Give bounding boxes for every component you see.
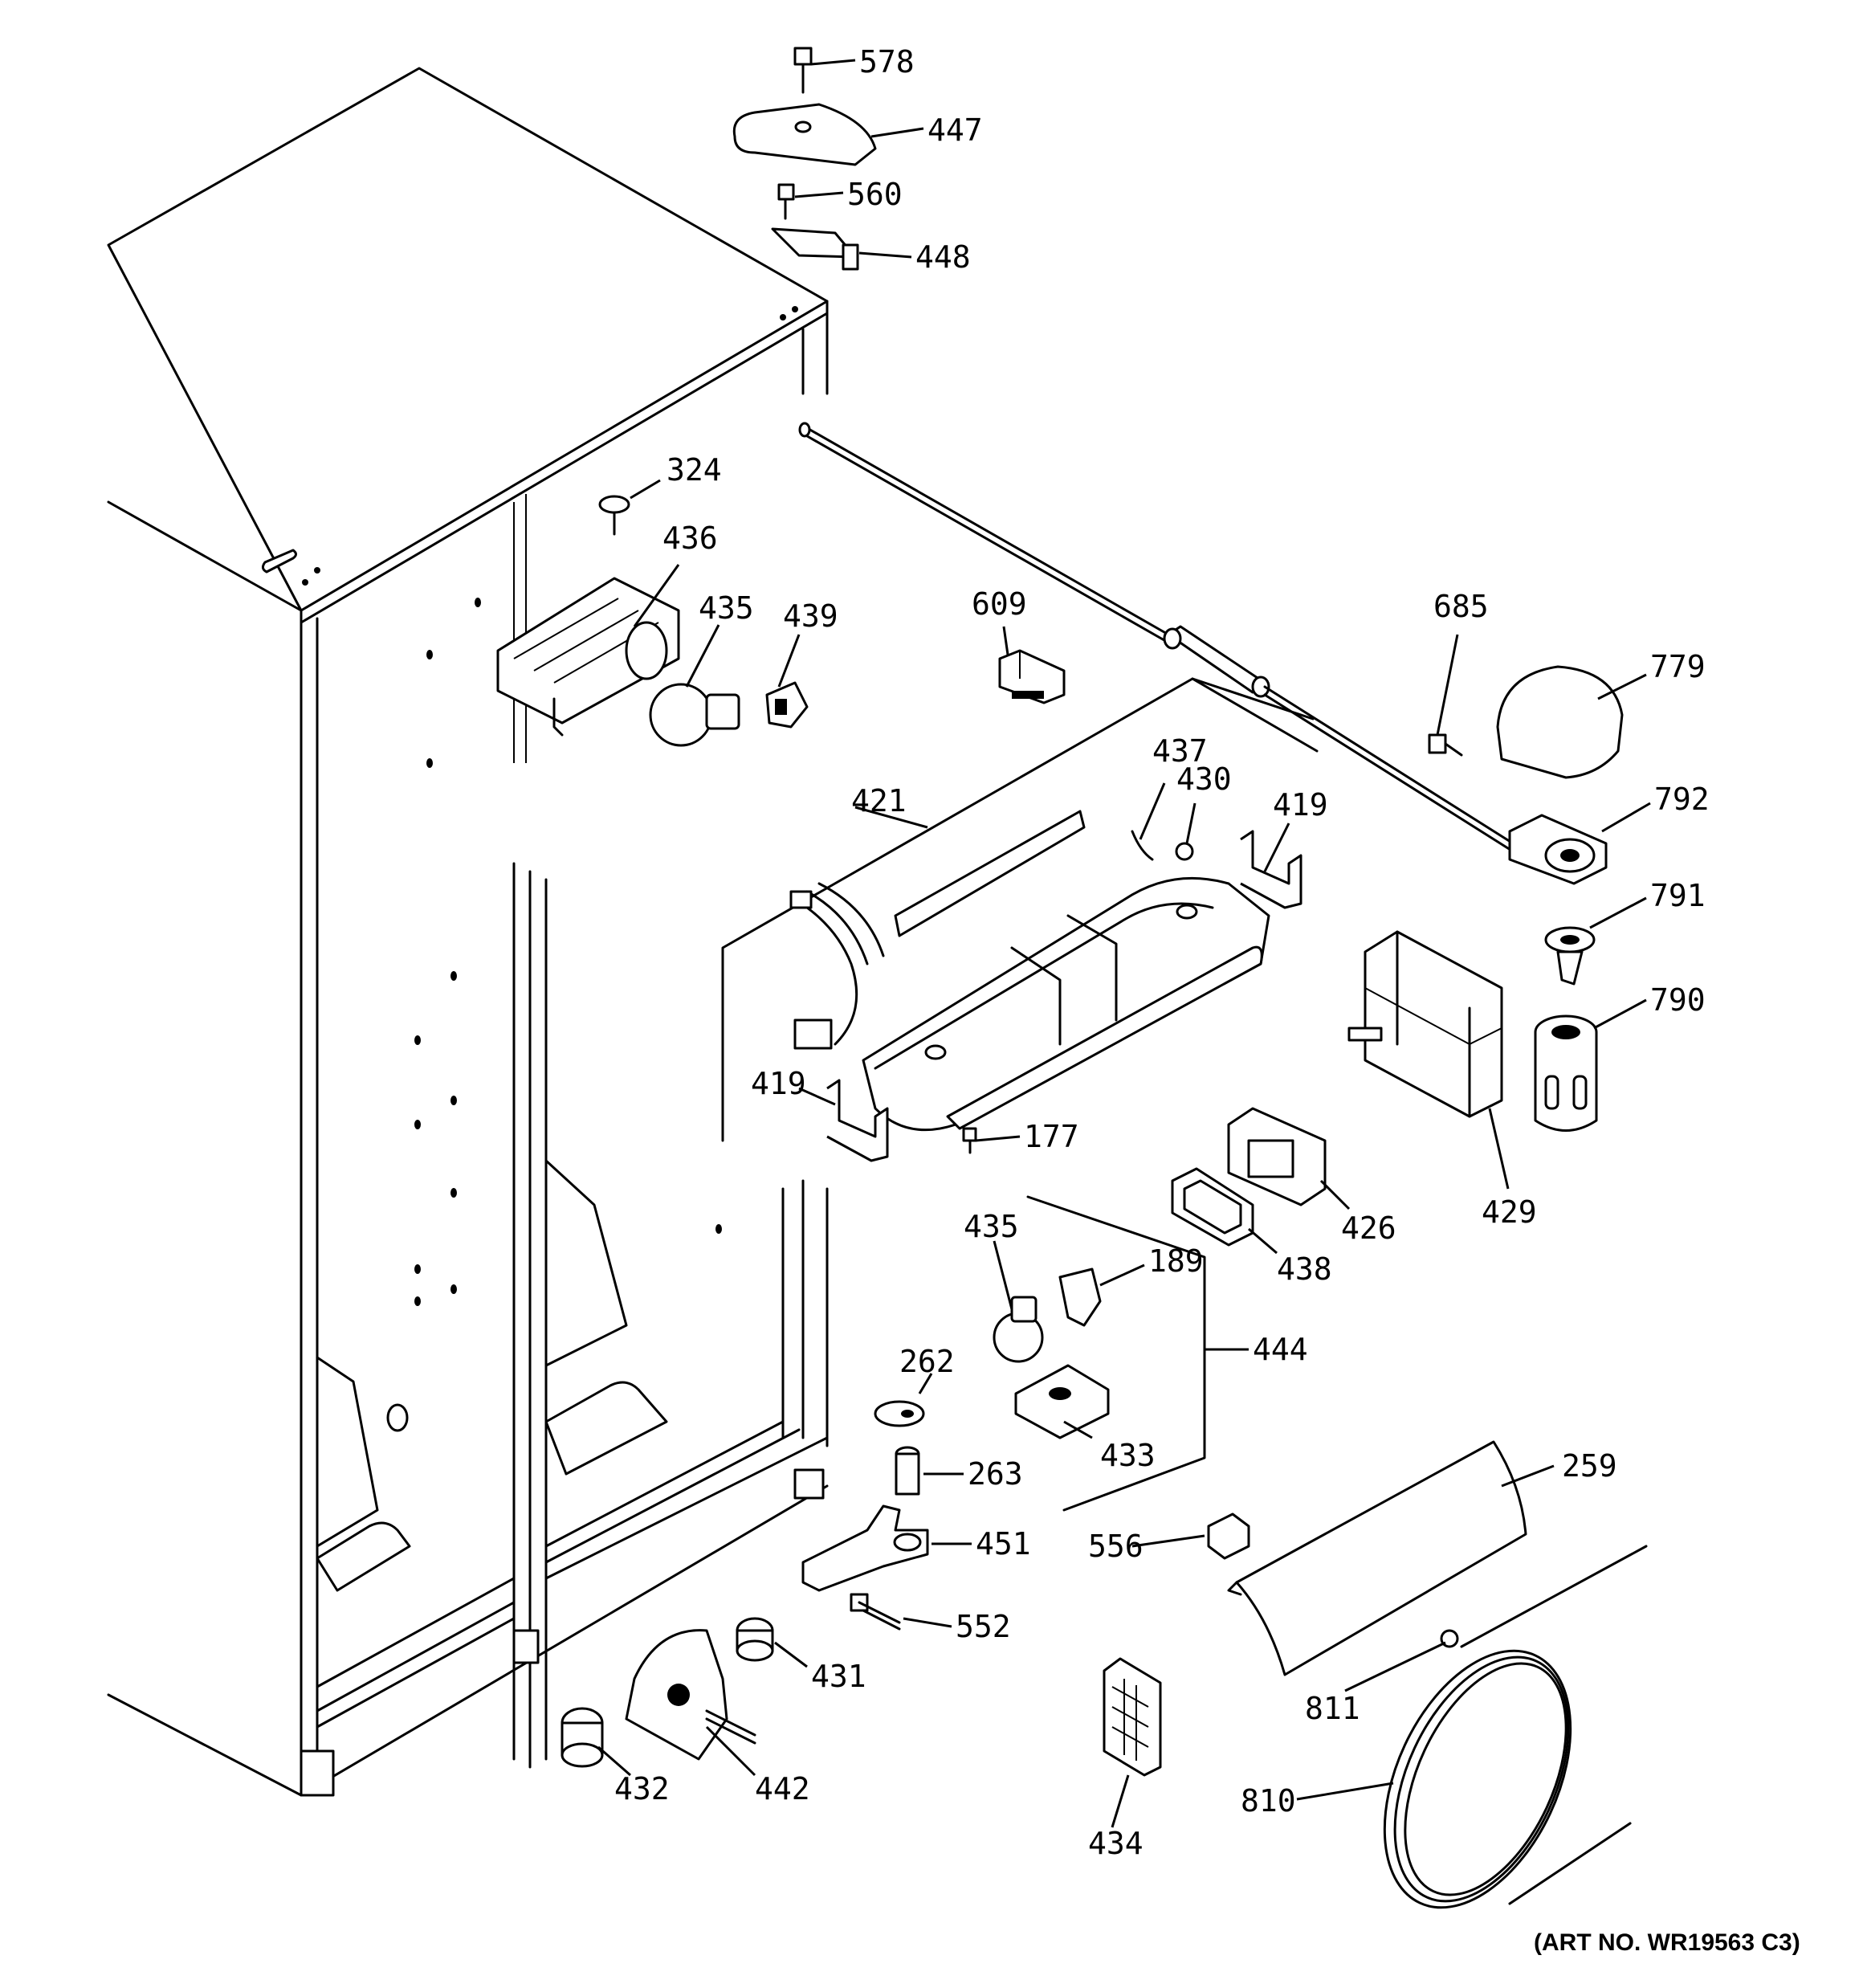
label-262: 262 <box>899 1344 955 1379</box>
label-432: 432 <box>614 1771 670 1806</box>
label-792: 792 <box>1654 782 1710 817</box>
label-811: 811 <box>1305 1691 1360 1726</box>
label-435-upper: 435 <box>699 590 754 626</box>
part-labels: 578 447 560 448 324 436 435 439 609 685 … <box>614 44 1710 1861</box>
label-438: 438 <box>1277 1251 1332 1287</box>
label-430: 430 <box>1176 761 1232 797</box>
freezer-light-components <box>496 495 809 747</box>
label-685: 685 <box>1433 589 1489 624</box>
dispenser-parts-429-426-438 <box>1171 930 1503 1247</box>
label-448: 448 <box>915 239 971 275</box>
bottom-right-parts <box>1103 1440 1648 1909</box>
label-791: 791 <box>1650 878 1706 913</box>
label-419-upper: 419 <box>1273 787 1328 823</box>
label-435-lower: 435 <box>964 1209 1019 1244</box>
label-439: 439 <box>783 598 838 634</box>
lower-hinge-components <box>801 1400 929 1631</box>
refrigerator-cabinet <box>107 67 829 1797</box>
label-609: 609 <box>972 586 1027 622</box>
dispenser-light-assembly-444 <box>993 1195 1206 1512</box>
label-436: 436 <box>662 520 718 556</box>
label-419-lower: 419 <box>751 1066 806 1101</box>
label-421: 421 <box>851 783 907 818</box>
leader-lines <box>597 59 1651 1828</box>
label-578: 578 <box>859 44 915 80</box>
label-556: 556 <box>1088 1529 1143 1564</box>
label-560: 560 <box>847 177 903 212</box>
art-number: (ART NO. WR19563 C3) <box>1534 1929 1800 1956</box>
label-444: 444 <box>1253 1332 1308 1367</box>
label-790: 790 <box>1650 982 1706 1018</box>
label-437: 437 <box>1152 733 1208 769</box>
label-433: 433 <box>1100 1438 1156 1473</box>
cabinet-holes <box>302 306 798 1432</box>
vent-grid <box>1111 1679 1149 1761</box>
label-429: 429 <box>1482 1194 1537 1230</box>
label-552: 552 <box>956 1609 1011 1644</box>
dispenser-assembly-421 <box>721 677 1319 1162</box>
label-263: 263 <box>968 1456 1023 1492</box>
label-442: 442 <box>755 1771 810 1806</box>
top-hinge-assembly <box>732 47 877 271</box>
water-line-and-filter <box>798 422 1624 1132</box>
label-434: 434 <box>1088 1826 1143 1861</box>
label-447: 447 <box>927 112 983 148</box>
switch-609 <box>998 649 1066 704</box>
label-177: 177 <box>1024 1119 1079 1154</box>
label-324: 324 <box>667 452 722 488</box>
label-259: 259 <box>1562 1448 1617 1484</box>
label-451: 451 <box>976 1526 1031 1561</box>
label-810: 810 <box>1241 1783 1296 1819</box>
hinge-bearings-and-closer <box>561 1617 774 1768</box>
label-431: 431 <box>811 1659 866 1694</box>
label-426: 426 <box>1341 1210 1396 1246</box>
label-189: 189 <box>1148 1243 1204 1279</box>
label-779: 779 <box>1650 649 1706 684</box>
